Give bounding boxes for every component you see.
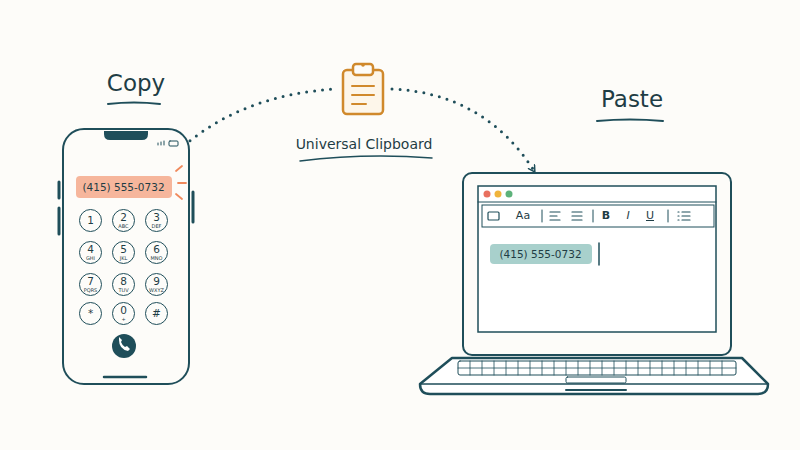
laptop-screen: Paste(415) 555-0732 [462, 172, 732, 356]
editor-window [478, 186, 716, 332]
sparkle [176, 166, 186, 199]
keypad-key: 7PQRS [79, 273, 102, 296]
key-digit: 2 [120, 212, 127, 223]
clipboard-node: Universal Clipboard [336, 62, 392, 116]
key-digit: # [152, 308, 161, 319]
toolbar-label: U [642, 209, 658, 222]
text-highlight: (415) 555-0732 [490, 244, 592, 264]
key-letters: PQRS [84, 287, 98, 293]
phone-number: (415) 555-0732 [82, 181, 164, 193]
keypad-key: 0+ [112, 302, 135, 325]
clipboard-icon [343, 63, 383, 114]
phone-details [59, 131, 193, 377]
underline [108, 103, 160, 105]
keypad-key: 1 [79, 209, 102, 232]
phone-outline: Copy(415) 555-073212ABC3DEF4GHI5JKL6MNO7… [62, 128, 190, 385]
key-letters: GHI [86, 255, 95, 261]
underline [597, 120, 663, 122]
key-digit: 4 [87, 244, 94, 255]
key-letters: JKL [120, 255, 128, 261]
toolbar-label: B [598, 209, 614, 222]
heading: Universal Clipboard [272, 136, 456, 152]
keypad-key: * [79, 302, 102, 325]
keypad-key: 9WXYZ [145, 273, 168, 296]
key-letters: DEF [152, 223, 162, 229]
text-highlight: (415) 555-0732 [76, 176, 172, 198]
keypad-key: 6MNO [145, 241, 168, 264]
key-digit: 5 [120, 244, 127, 255]
keypad-key: 2ABC [112, 209, 135, 232]
underline [300, 156, 432, 161]
key-letters: + [121, 316, 125, 322]
dotted-connector [392, 89, 535, 172]
keypad-key: 4GHI [79, 241, 102, 264]
key-digit: 8 [120, 276, 127, 287]
heading: Copy [86, 70, 186, 96]
key-digit: * [88, 308, 93, 319]
call-button [112, 334, 136, 358]
toolbar-label: Aa [508, 209, 538, 222]
keypad-key: # [145, 302, 168, 325]
key-letters: WXYZ [149, 287, 164, 293]
key-digit: 7 [87, 276, 94, 287]
key-letters: TUV [118, 287, 128, 293]
key-digit: 9 [153, 276, 160, 287]
key-digit: 3 [153, 212, 160, 223]
keypad-key: 8TUV [112, 273, 135, 296]
laptop-base [420, 358, 768, 394]
key-digit: 1 [87, 215, 94, 226]
keypad-key: 5JKL [112, 241, 135, 264]
key-digit: 0 [120, 305, 127, 316]
key-letters: ABC [118, 223, 128, 229]
keypad-key: 3DEF [145, 209, 168, 232]
heading: Paste [582, 86, 682, 112]
key-letters: MNO [151, 255, 163, 261]
toolbar-label: I [620, 209, 636, 222]
key-digit: 6 [153, 244, 160, 255]
dotted-connector [190, 89, 336, 141]
phone-number: (415) 555-0732 [499, 248, 581, 260]
